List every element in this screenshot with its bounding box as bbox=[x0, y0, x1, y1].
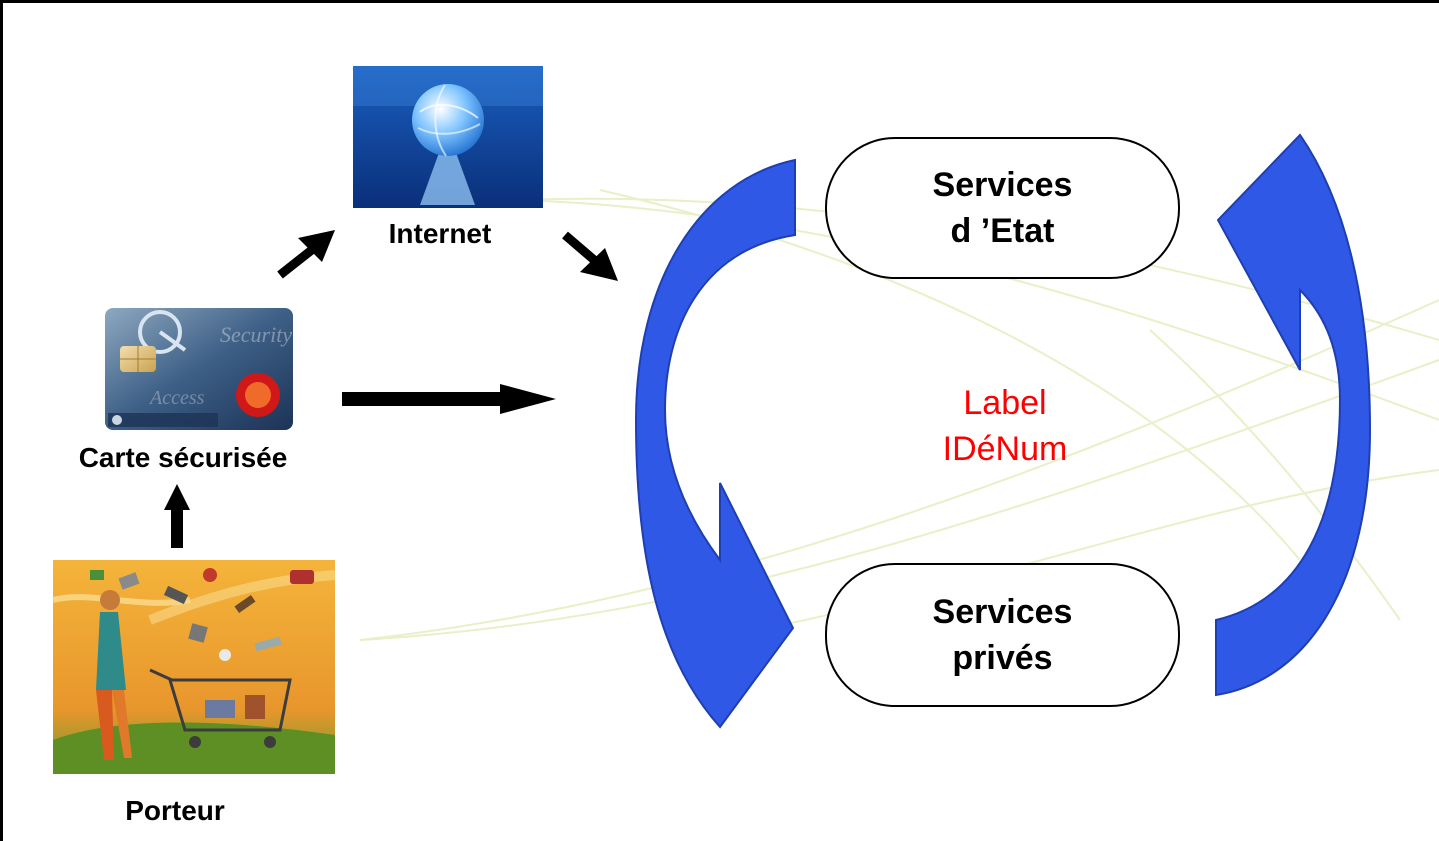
center-label: Label IDéNum bbox=[905, 380, 1105, 472]
cycle-arrow-right bbox=[1215, 133, 1372, 697]
arrow-card-to-internet bbox=[277, 230, 335, 279]
cycle-arrows bbox=[634, 133, 1372, 729]
center-label-line1: Label bbox=[963, 384, 1047, 422]
arrow-card-to-services bbox=[342, 384, 556, 414]
shopper-illustration bbox=[52, 560, 336, 774]
state-services-line1: Services bbox=[932, 166, 1073, 204]
state-services-box: Services d ’Etat bbox=[825, 137, 1180, 279]
arrow-internet-to-services bbox=[562, 231, 618, 281]
svg-text:Access: Access bbox=[148, 387, 205, 409]
arrow-holder-to-card bbox=[164, 484, 190, 548]
smart-card-icon: Security Access bbox=[105, 308, 293, 430]
center-label-line2: IDéNum bbox=[942, 430, 1068, 468]
internet-label: Internet bbox=[388, 218, 492, 249]
cycle-arrow-left bbox=[634, 158, 796, 729]
private-services-line1: Services bbox=[932, 593, 1073, 631]
holder-label: Porteur bbox=[125, 795, 225, 826]
svg-text:Security: Security bbox=[220, 322, 292, 347]
state-services-line2: d ’Etat bbox=[950, 212, 1055, 250]
globe-icon bbox=[353, 66, 543, 208]
private-services-box: Services privés bbox=[825, 563, 1180, 707]
card-label: Carte sécurisée bbox=[78, 442, 288, 473]
private-services-line2: privés bbox=[952, 639, 1053, 677]
flow-arrows bbox=[164, 230, 618, 548]
